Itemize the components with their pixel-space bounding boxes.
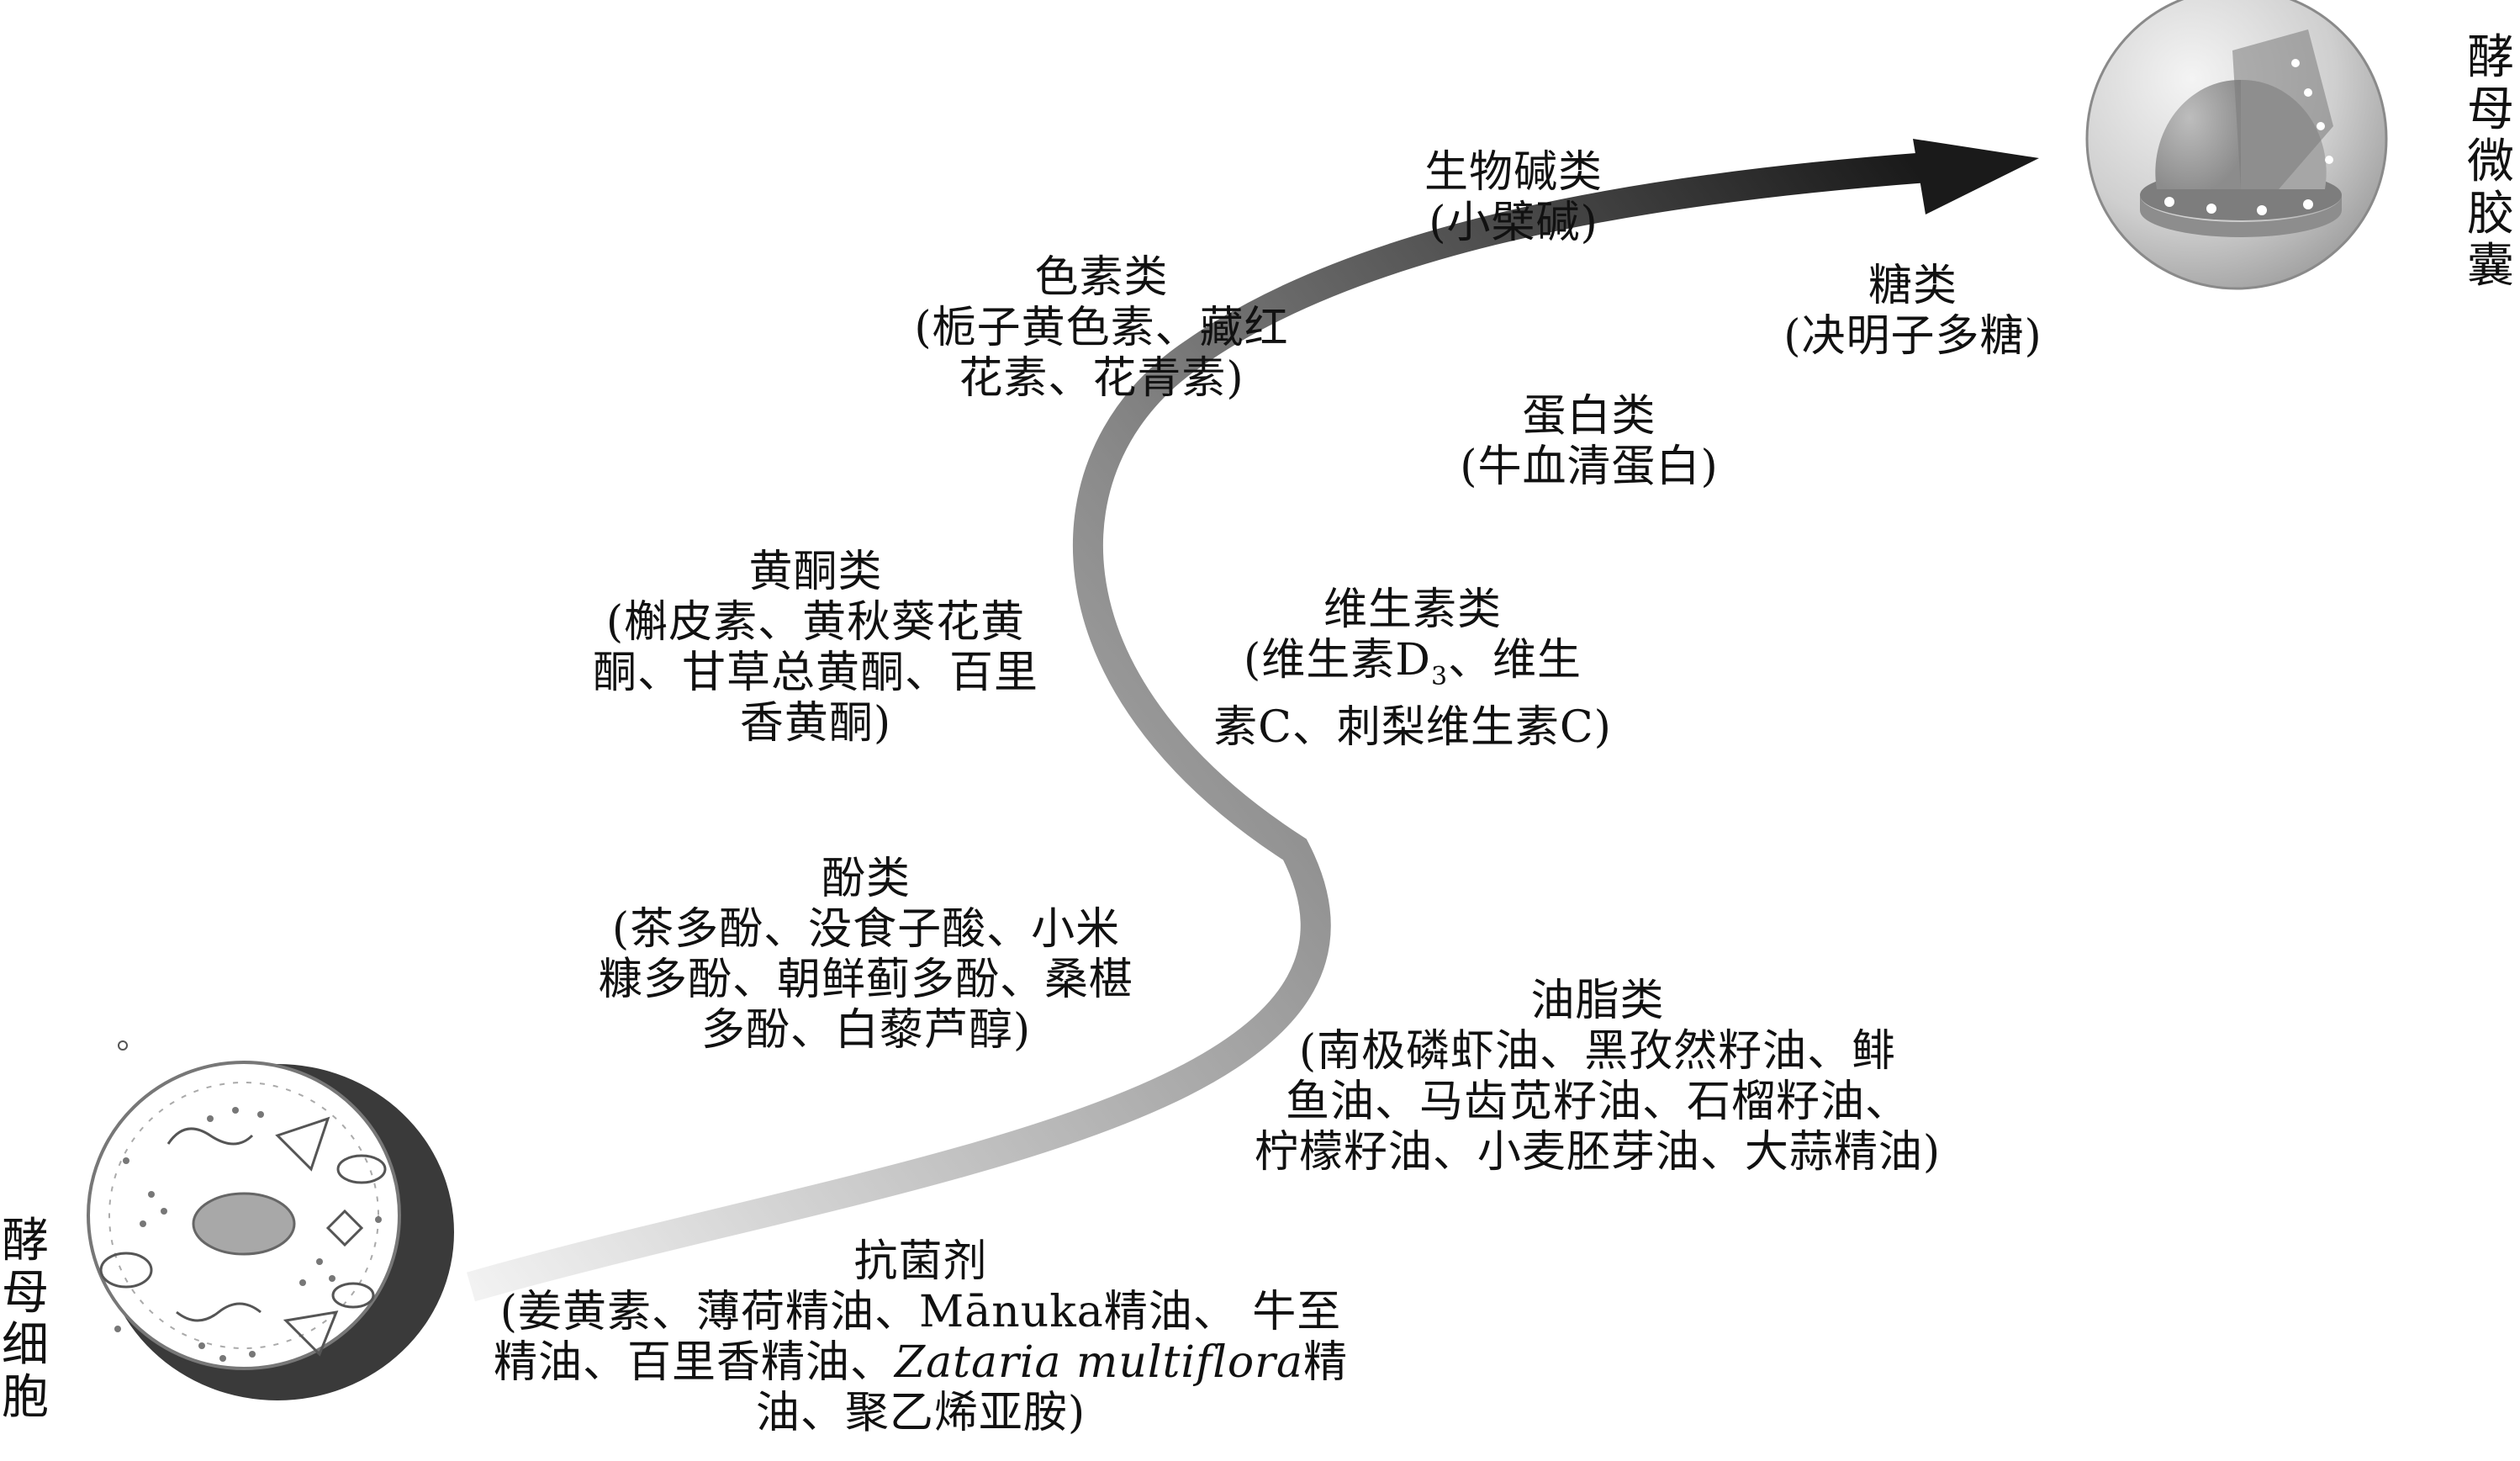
group-line: (栀子黄色素、藏红 <box>914 303 1289 353</box>
group-title: 蛋白类 <box>1522 391 1656 442</box>
group-title: 油脂类 <box>1530 976 1665 1026</box>
group-title: 维生素类 <box>1323 585 1502 635</box>
group-line: 糠多酚、朝鲜蓟多酚、桑椹 <box>598 955 1133 1005</box>
delivery-arrow-path <box>467 149 1978 1302</box>
yeast-microcapsule-label: 酵母微胶囊 <box>2467 30 2514 294</box>
group-line-part: 精油、百里香精油、 <box>493 1337 895 1388</box>
group-oils: 油脂类 (南极磷虾油、黑孜然籽油、鲱 鱼油、马齿苋籽油、石榴籽油、 柠檬籽油、小… <box>1177 976 2018 1178</box>
subscript-3: 3 <box>1430 662 1449 691</box>
group-line-part: 精 <box>1303 1337 1349 1388</box>
group-line: (决明子多糖) <box>1783 311 2042 362</box>
yeast-cell-label: 酵母细胞 <box>2 1214 49 1425</box>
group-line: (槲皮素、黄秋葵花黄 <box>605 597 1026 648</box>
group-title: 糖类 <box>1868 261 1957 311</box>
group-line-part: 、维生 <box>1448 635 1582 686</box>
group-alkaloids: 生物碱类 (小檗碱) <box>1354 147 1673 248</box>
group-flavonoids: 黄酮类 (槲皮素、黄秋葵花黄 酮、甘草总黄酮、百里 香黄酮) <box>555 547 1076 749</box>
group-line: 柠檬籽油、小麦胚芽油、大蒜精油) <box>1254 1127 1942 1178</box>
arrow-head <box>1913 139 2039 214</box>
group-line: (茶多酚、没食子酸、小米 <box>611 904 1121 955</box>
yeast-microcapsule-illustration <box>2085 0 2388 290</box>
cell-nucleus <box>192 1192 296 1256</box>
group-title: 色素类 <box>1034 252 1169 303</box>
group-line: (牛血清蛋白) <box>1460 442 1719 492</box>
group-line: 香黄酮) <box>739 698 892 749</box>
group-line: 精油、百里香精油、Zataria multiflora精 <box>479 1337 1362 1388</box>
small-dot <box>118 1040 128 1051</box>
group-line: (维生素D3、维生 <box>1152 635 1673 702</box>
group-line: (南极磷虾油、黑孜然籽油、鲱 <box>1298 1026 1897 1077</box>
group-line: 素C、刺梨维生素C) <box>1213 702 1612 753</box>
group-title: 抗菌剂 <box>853 1236 988 1287</box>
group-line: 油、聚乙烯亚胺) <box>755 1388 1086 1438</box>
group-antibacterial: 抗菌剂 (姜黄素、薄荷精油、Mānuka精油、 牛至 精油、百里香精油、Zata… <box>479 1236 1362 1438</box>
group-line: 酮、甘草总黄酮、百里 <box>592 648 1038 698</box>
group-vitamins: 维生素类 (维生素D3、维生 素C、刺梨维生素C) <box>1152 585 1673 753</box>
group-title: 生物碱类 <box>1424 147 1603 198</box>
group-line: 鱼油、马齿苋籽油、石榴籽油、 <box>1285 1077 1910 1127</box>
group-title: 酚类 <box>821 854 911 904</box>
yeast-cell-illustration <box>87 1061 454 1400</box>
group-line-part: (维生素D <box>1243 635 1431 686</box>
species-name-italic: Zataria multiflora <box>894 1337 1304 1388</box>
group-pigments: 色素类 (栀子黄色素、藏红 花素、花青素) <box>866 252 1337 404</box>
group-title: 黄酮类 <box>748 547 883 597</box>
group-sugars: 糖类 (决明子多糖) <box>1749 261 2077 362</box>
group-line: (小檗碱) <box>1429 198 1598 248</box>
group-line: 花素、花青素) <box>959 353 1244 404</box>
group-line: 多酚、白藜芦醇) <box>700 1005 1032 1056</box>
group-proteins: 蛋白类 (牛血清蛋白) <box>1413 391 1766 492</box>
group-line: (姜黄素、薄荷精油、Mānuka精油、 牛至 <box>499 1287 1342 1337</box>
group-phenols: 酚类 (茶多酚、没食子酸、小米 糠多酚、朝鲜蓟多酚、桑椹 多酚、白藜芦醇) <box>555 854 1177 1056</box>
